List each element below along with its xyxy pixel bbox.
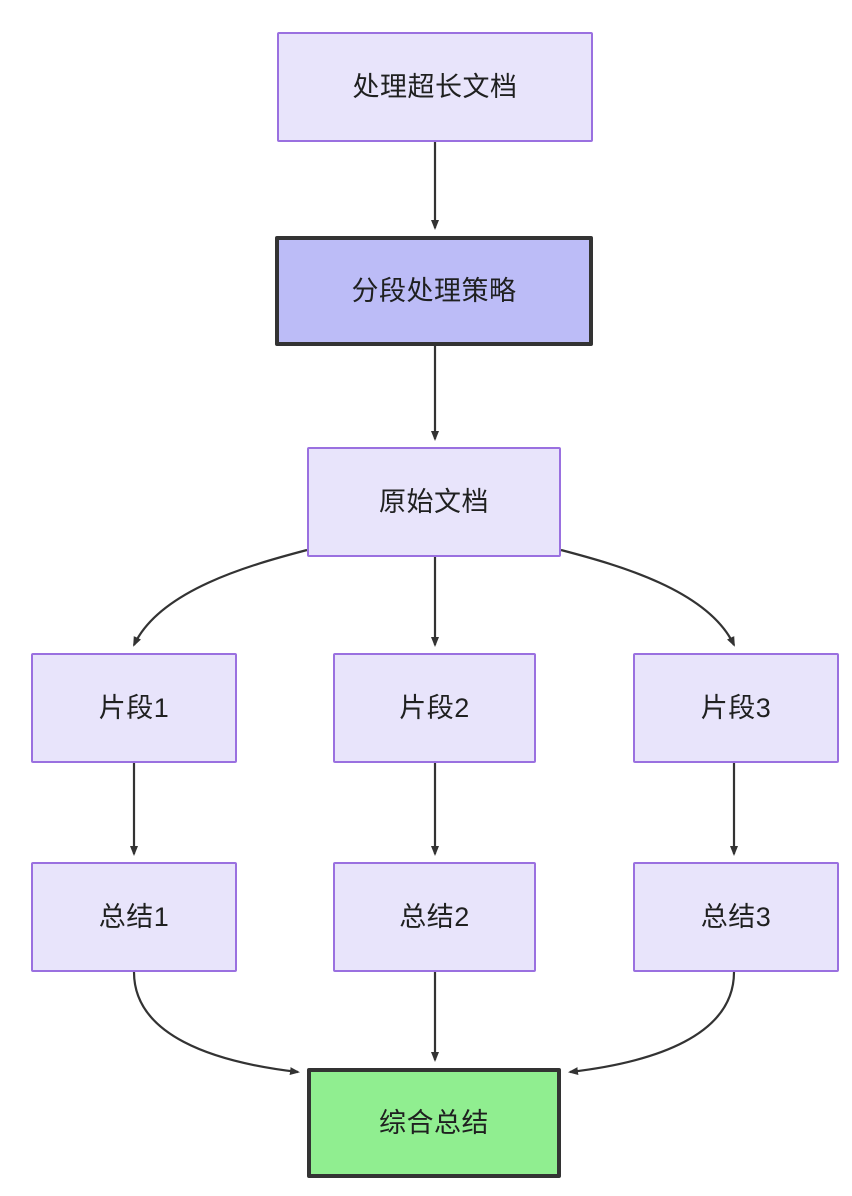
- node-fragment-2[interactable]: 片段2: [333, 653, 536, 763]
- node-label: 综合总结: [379, 1107, 489, 1138]
- node-label: 总结2: [399, 901, 470, 932]
- node-chunking-strategy[interactable]: 分段处理策略: [275, 236, 593, 346]
- node-label: 处理超长文档: [352, 71, 518, 102]
- node-label: 片段1: [98, 692, 170, 723]
- node-label: 分段处理策略: [351, 275, 517, 306]
- node-final-summary[interactable]: 综合总结: [307, 1068, 561, 1178]
- edge-n3-to-n6: [560, 548, 735, 647]
- node-label: 片段2: [399, 692, 470, 723]
- node-summary-1[interactable]: 总结1: [31, 862, 237, 972]
- node-original-document[interactable]: 原始文档: [307, 447, 561, 557]
- node-fragment-1[interactable]: 片段1: [31, 653, 237, 763]
- node-process-long-document[interactable]: 处理超长文档: [277, 32, 593, 142]
- node-fragment-3[interactable]: 片段3: [633, 653, 839, 763]
- edge-n3-to-n4: [133, 548, 308, 647]
- edge-n9-to-n10: [568, 971, 736, 1076]
- node-label: 片段3: [700, 692, 772, 723]
- node-summary-2[interactable]: 总结2: [333, 862, 536, 972]
- node-label: 总结1: [98, 901, 170, 932]
- edge-n7-to-n10: [132, 971, 300, 1076]
- node-label: 原始文档: [379, 486, 489, 517]
- node-label: 总结3: [700, 901, 772, 932]
- node-summary-3[interactable]: 总结3: [633, 862, 839, 972]
